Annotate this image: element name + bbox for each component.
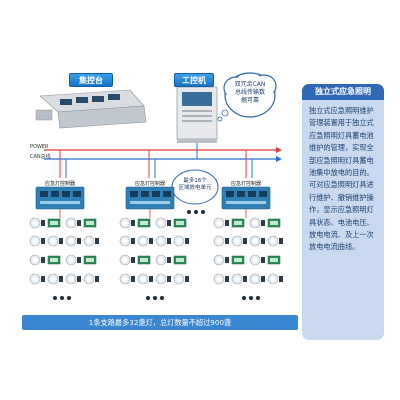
- console-desk-icon: [35, 89, 147, 129]
- central-console-label: 集控台: [69, 73, 113, 87]
- emergency-lamp-icon: [65, 254, 81, 266]
- emergency-lamp-icon: [29, 273, 45, 285]
- controller-label-3: 应急灯控制器: [230, 181, 261, 187]
- emergency-lamp-icon: [155, 273, 171, 285]
- controller-board-icon: [35, 186, 85, 210]
- can-bus-label: CAN总线: [30, 154, 51, 160]
- emergency-lamp-icon: [29, 235, 45, 247]
- exit-sign-icon: [231, 255, 245, 265]
- emergency-lamp-icon: [137, 273, 153, 285]
- emergency-lamp-icon: [83, 235, 99, 247]
- exit-sign-icon: [173, 218, 187, 228]
- controllers: [35, 186, 271, 210]
- emergency-lamp-icon: [29, 254, 45, 266]
- exit-sign-icon: [231, 218, 245, 228]
- panel-title: 独立式应急照明: [302, 84, 384, 100]
- exit-sign-icon: [173, 255, 187, 265]
- controller-board-icon: [125, 186, 175, 210]
- emergency-lamp-icon: [249, 273, 265, 285]
- zone-note: 最多16个 区域放电单元: [178, 178, 212, 191]
- controller-board-icon: [221, 186, 271, 210]
- footer-note: 1条支路最多32盏灯，总灯数量不超过900盏: [22, 315, 298, 330]
- lamp-grid: [29, 209, 283, 285]
- emergency-lamp-icon: [173, 273, 189, 285]
- ellipsis-dots-icon: [53, 210, 260, 300]
- controller-label-2: 应急灯控制器: [134, 181, 165, 187]
- panel-body: 独立式应急照明维护管理装置用于独立式应急照明灯具蓄电池维护的管理，实现全部应急照…: [309, 106, 374, 252]
- power-label: POWER: [30, 144, 49, 150]
- emergency-lamp-icon: [267, 273, 283, 285]
- emergency-lamp-icon: [47, 235, 63, 247]
- emergency-lamp-icon: [231, 235, 247, 247]
- emergency-lamp-icon: [213, 273, 229, 285]
- emergency-lamp-icon: [65, 235, 81, 247]
- exit-sign-icon: [137, 255, 151, 265]
- emergency-lamp-icon: [119, 254, 135, 266]
- emergency-lamp-icon: [29, 217, 45, 229]
- emergency-lamp-icon: [119, 273, 135, 285]
- exit-sign-icon: [83, 255, 97, 265]
- emergency-lamp-icon: [249, 235, 265, 247]
- emergency-lamp-icon: [249, 254, 265, 266]
- redundant-can-note: 双冗余CAN 总线传输数 据可靠: [234, 81, 266, 104]
- exit-sign-icon: [137, 218, 151, 228]
- exit-sign-icon: [83, 218, 97, 228]
- emergency-lamp-icon: [155, 235, 171, 247]
- emergency-lamp-icon: [213, 254, 229, 266]
- emergency-lamp-icon: [213, 217, 229, 229]
- emergency-lamp-icon: [65, 273, 81, 285]
- emergency-lamp-icon: [267, 235, 283, 247]
- emergency-lamp-icon: [47, 273, 63, 285]
- controller-label-1: 应急灯控制器: [44, 181, 75, 187]
- info-panel: 独立式应急照明 独立式应急照明维护管理装置用于独立式应急照明灯具蓄电池维护的管理…: [302, 84, 384, 340]
- emergency-lamp-icon: [231, 273, 247, 285]
- emergency-lamp-icon: [65, 217, 81, 229]
- exit-sign-icon: [267, 255, 281, 265]
- emergency-lamp-icon: [213, 235, 229, 247]
- bus-drops: [59, 150, 253, 178]
- emergency-lamp-icon: [155, 217, 171, 229]
- exit-sign-icon: [267, 218, 281, 228]
- emergency-lamp-icon: [173, 235, 189, 247]
- exit-sign-icon: [47, 218, 61, 228]
- industrial-pc-label: 工控机: [174, 73, 214, 87]
- industrial-pc-cabinet-icon: [176, 86, 218, 143]
- emergency-lamp-icon: [137, 235, 153, 247]
- emergency-lamp-icon: [119, 235, 135, 247]
- exit-sign-icon: [47, 255, 61, 265]
- cloud-bubble-icon: [217, 72, 277, 122]
- emergency-lamp-icon: [83, 273, 99, 285]
- emergency-lamp-icon: [155, 254, 171, 266]
- emergency-lamp-icon: [249, 217, 265, 229]
- emergency-lamp-icon: [119, 217, 135, 229]
